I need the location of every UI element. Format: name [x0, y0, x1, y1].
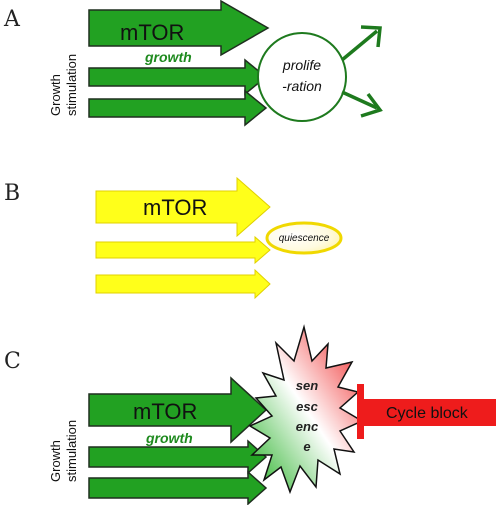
- panel-b-small-arrow-1: [95, 235, 271, 265]
- panel-c-vertical-label-line1: Growth: [48, 440, 63, 482]
- panel-c-senescence-line1: sen: [296, 378, 318, 393]
- panel-a-letter: A: [3, 7, 21, 32]
- panel-b-quiescence-label: quiescence: [279, 233, 330, 244]
- panel-a-vertical-label-line2: stimulation: [64, 54, 79, 116]
- panel-a-proliferation-line2: -ration: [282, 78, 322, 94]
- panel-a-arrow-down-line: [341, 90, 378, 110]
- panel-c-senescence-burst: [248, 324, 364, 495]
- panel-a-growth-label: growth: [144, 49, 192, 65]
- panel-b-quiescence-ellipse: [265, 221, 343, 255]
- panel-c-senescence-line4: e: [303, 439, 310, 454]
- panel-a-small-arrow-2: [88, 89, 268, 127]
- panel-a-proliferation-line1: prolife: [282, 57, 321, 73]
- panel-b-mtor-label: mTOR: [143, 195, 207, 220]
- panel-a-proliferation-circle: [257, 32, 347, 122]
- panel-a-small-arrow-1: [88, 58, 268, 96]
- panel-c-cycle-block-label: Cycle block: [386, 405, 469, 422]
- panel-a-arrow-down-head: [360, 92, 383, 118]
- panel-b-mtor-arrow: [95, 176, 271, 238]
- panel-a-arrow-up-line: [340, 29, 379, 62]
- panel-a-mtor-label: mTOR: [120, 20, 184, 45]
- panel-c-small-arrow-2: [88, 470, 268, 505]
- panel-b-small-arrow-2: [95, 268, 271, 300]
- panel-c: C Growth stimulation mTOR growth sen esc…: [4, 324, 496, 505]
- panel-c-senescence-line2: esc: [296, 399, 318, 414]
- panel-a-arrow-up-head: [360, 25, 382, 48]
- panel-c-mtor-arrow: [88, 376, 268, 444]
- panel-a-mtor-arrow: [88, 0, 270, 57]
- panel-a: A Growth stimulation mTOR growth prolife…: [3, 0, 383, 127]
- panel-c-small-arrow-1: [88, 439, 268, 475]
- panel-b: B mTOR quiescence: [4, 176, 343, 300]
- panel-c-cycle-block-rect: [364, 399, 496, 426]
- panel-c-cycle-block-bar: [357, 384, 364, 439]
- panel-a-vertical-label-line1: Growth: [48, 74, 63, 116]
- panel-b-letter: B: [4, 181, 20, 206]
- panel-c-senescence-line3: enc: [296, 419, 319, 434]
- panel-c-growth-label: growth: [145, 430, 193, 446]
- panel-c-mtor-label: mTOR: [133, 399, 197, 424]
- panel-c-vertical-label-line2: stimulation: [64, 420, 79, 482]
- panel-c-letter: C: [4, 349, 21, 374]
